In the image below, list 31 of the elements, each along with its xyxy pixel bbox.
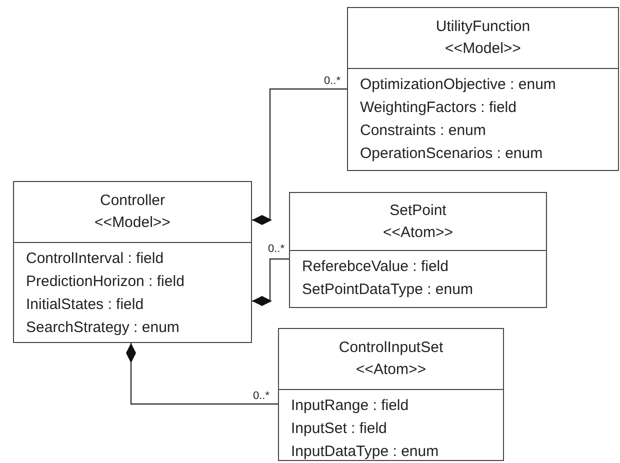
class-name: SetPoint (390, 200, 446, 220)
class-name: ControlInputSet (338, 338, 444, 358)
composition-connector (126, 343, 278, 405)
attribute-text: ControlInterval : field (26, 249, 165, 269)
attribute-text: OptimizationObjective : enum (360, 75, 557, 95)
class-box (347, 7, 619, 171)
stereotype-label: <<Model>> (94, 213, 170, 233)
composition-connector (252, 88, 347, 225)
attribute-text: OperationScenarios : enum (360, 144, 544, 164)
attribute-text: InputSet : field (291, 419, 388, 439)
multiplicity-label: 0..* (267, 243, 286, 255)
multiplicity-label: 0..* (252, 390, 271, 402)
stereotype-label: <<Atom>> (382, 222, 454, 242)
multiplicity-label: 0..* (323, 75, 342, 87)
class-box (13, 181, 252, 343)
attribute-text: Constraints : enum (360, 121, 487, 141)
attribute-text: SetPointDataType : enum (302, 280, 474, 300)
attribute-text: WeightingFactors : field (360, 98, 518, 118)
attribute-text: ReferebceValue : field (302, 257, 450, 277)
attribute-text: PredictionHorizon : field (26, 272, 186, 292)
attribute-text: SearchStrategy : enum (26, 318, 180, 338)
attribute-text: InputRange : field (291, 396, 410, 416)
attribute-text: InputDataType : enum (291, 442, 440, 462)
stereotype-label: <<Atom>> (356, 360, 426, 380)
composition-connector (252, 258, 289, 306)
class-box (289, 192, 547, 308)
stereotype-label: <<Model>> (445, 39, 521, 59)
class-box (278, 328, 504, 461)
attribute-text: InitialStates : field (26, 295, 145, 315)
class-name: UtilityFunction (436, 17, 530, 37)
class-name: Controller (100, 191, 166, 211)
